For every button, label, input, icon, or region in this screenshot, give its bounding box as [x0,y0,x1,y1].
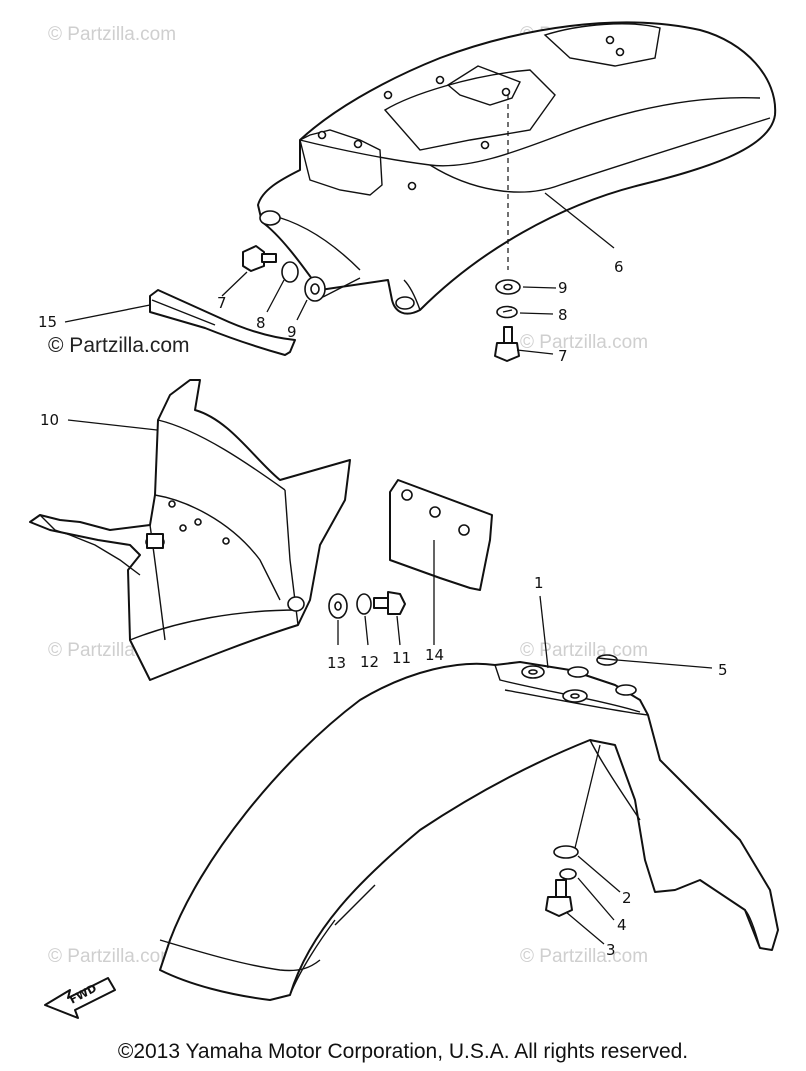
rear-fender-left-fasteners [242,245,326,302]
callout-11: 11 [392,649,411,667]
callout-1: 1 [534,574,544,592]
front-fender [159,661,779,1001]
watermark-mid-left: © Partzilla.com [48,334,190,357]
callout-9-right: 9 [558,279,568,297]
rear-fender-right-fasteners [494,279,521,362]
callout-5: 5 [718,661,728,679]
rear-fender [257,21,777,315]
inner-fender [29,379,351,681]
callout-14: 14 [425,646,444,664]
callout-8-left: 8 [256,314,266,332]
callout-4: 4 [617,916,627,934]
watermark-top-left: © Partzilla.com [48,24,176,45]
front-fender-fasteners [545,654,618,917]
callout-10: 10 [40,411,59,429]
callout-2: 2 [622,889,632,907]
watermark-bottom-left: © Partzilla.com [48,946,176,967]
bolt-3 [555,879,567,899]
callout-7-left: 7 [217,294,227,312]
inner-fender-fasteners [328,591,406,619]
watermark-mid-right: © Partzilla.com [520,332,648,353]
watermark-bottom-right: © Partzilla.com [520,946,648,967]
callout-12: 12 [360,653,379,671]
callout-13: 13 [327,654,346,672]
fwd-arrow-icon: FWD [44,977,116,1019]
collar-2 [553,845,579,859]
callout-8-right: 8 [558,306,568,324]
plate-14 [389,479,493,591]
lock-washer-8-right [496,305,518,319]
callout-6: 6 [614,258,624,276]
rubber-strip-15 [149,289,296,356]
bolt-7-right [503,326,513,344]
callout-3: 3 [606,941,616,959]
callout-7-right: 7 [558,347,568,365]
lock-washer-4 [559,868,577,880]
copyright-notice: ©2013 Yamaha Motor Corporation, U.S.A. A… [117,1040,689,1063]
callout-15: 15 [38,313,57,331]
bolt-7-left [242,245,265,272]
bolt-11 [373,597,389,609]
lock-washer-12 [356,593,372,615]
callout-9-left: 9 [287,323,297,341]
lock-washer-8-left [281,261,299,283]
watermark-center-right: © Partzilla.com [520,640,648,661]
